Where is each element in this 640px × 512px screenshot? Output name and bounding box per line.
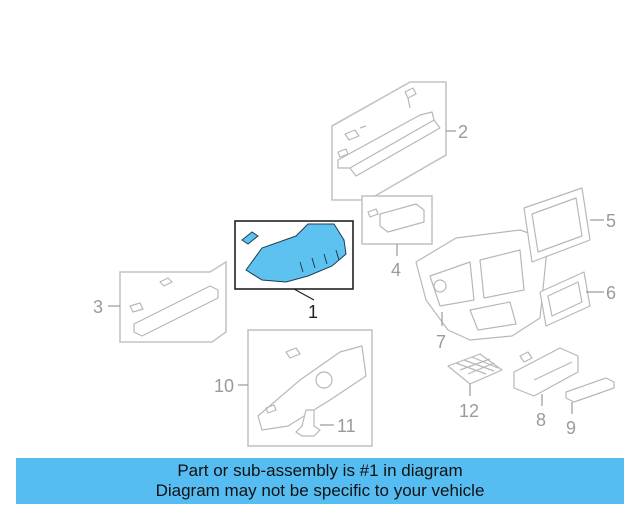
- part-5-group[interactable]: 5: [523, 187, 616, 263]
- part-4-box: [361, 195, 433, 245]
- part-8-detail-icon: [519, 351, 573, 381]
- part-2-box: [331, 81, 447, 201]
- part-7-group[interactable]: 7: [415, 229, 549, 352]
- part-2-group[interactable]: 2: [331, 81, 468, 201]
- part-8-group[interactable]: 8: [513, 347, 579, 430]
- part-2-trim-edge-icon: [349, 119, 441, 177]
- part-1-callout[interactable]: 1: [308, 302, 318, 322]
- part-12-group[interactable]: 12: [447, 353, 503, 421]
- part-1-tabs-icon: [299, 249, 340, 273]
- info-banner: Part or sub-assembly is #1 in diagram Di…: [16, 458, 624, 504]
- part-10-clip-icon: [285, 347, 301, 359]
- part-1-panel-icon: [245, 227, 347, 283]
- part-6-group[interactable]: 6: [539, 271, 616, 327]
- banner-line-2: Diagram may not be specific to your vehi…: [155, 481, 485, 500]
- part-8-callout[interactable]: 8: [536, 410, 546, 430]
- part-3-box: [119, 260, 227, 343]
- part-1-group[interactable]: 1: [234, 220, 354, 322]
- part-1-leader: [293, 288, 315, 301]
- part-4-callout[interactable]: 4: [391, 260, 401, 280]
- part-7-vent-icon: [433, 279, 447, 293]
- part-8-tray-icon: [513, 347, 579, 397]
- part-4-clip-icon: [367, 208, 379, 218]
- part-1-clip-icon: [241, 231, 259, 245]
- part-6-callout[interactable]: 6: [606, 283, 616, 303]
- part-2-small-clip-icon: [337, 148, 349, 158]
- part-7-frame-icon: [415, 229, 549, 341]
- part-7-lower-opening-icon: [469, 301, 517, 331]
- part-10-small-clip-icon: [265, 404, 277, 414]
- part-4-pocket-icon: [379, 203, 425, 233]
- part-6-inner-icon: [547, 281, 583, 317]
- part-9-callout[interactable]: 9: [566, 418, 576, 438]
- part-9-group[interactable]: 9: [565, 377, 615, 438]
- part-5-callout[interactable]: 5: [606, 211, 616, 231]
- part-3-trim-icon: [133, 285, 219, 337]
- part-3-callout[interactable]: 3: [93, 297, 103, 317]
- part-7-center-opening-icon: [479, 249, 525, 299]
- part-12-callout[interactable]: 12: [459, 401, 479, 421]
- part-2-bracket-icon: [344, 125, 367, 141]
- part-12-mesh-icon: [455, 356, 499, 375]
- part-4-group[interactable]: 4: [361, 195, 433, 280]
- part-11-bolt-icon: [295, 409, 321, 437]
- part-7-callout[interactable]: 7: [436, 332, 446, 352]
- part-11-group[interactable]: 11: [295, 409, 356, 437]
- part-3-group[interactable]: 3: [93, 260, 227, 343]
- part-10-callout[interactable]: 10: [214, 376, 234, 396]
- part-6-bezel-icon: [539, 271, 591, 327]
- part-2-callout[interactable]: 2: [458, 122, 468, 142]
- part-2-clip-icon: [404, 87, 417, 109]
- part-5-inner-icon: [531, 197, 583, 253]
- part-9-strip-icon: [565, 377, 615, 403]
- part-11-callout[interactable]: 11: [337, 416, 356, 436]
- part-12-pad-icon: [447, 353, 503, 385]
- banner-line-1: Part or sub-assembly is #1 in diagram: [177, 461, 463, 480]
- part-3-bracket-icon: [159, 277, 173, 287]
- part-5-frame-icon: [523, 187, 591, 263]
- part-10-panel-icon: [257, 345, 367, 431]
- part-3-clip-icon: [129, 302, 144, 313]
- part-7-left-opening-icon: [429, 261, 475, 307]
- part-1-flange-icon: [295, 223, 345, 241]
- part-10-vent-icon: [315, 371, 333, 389]
